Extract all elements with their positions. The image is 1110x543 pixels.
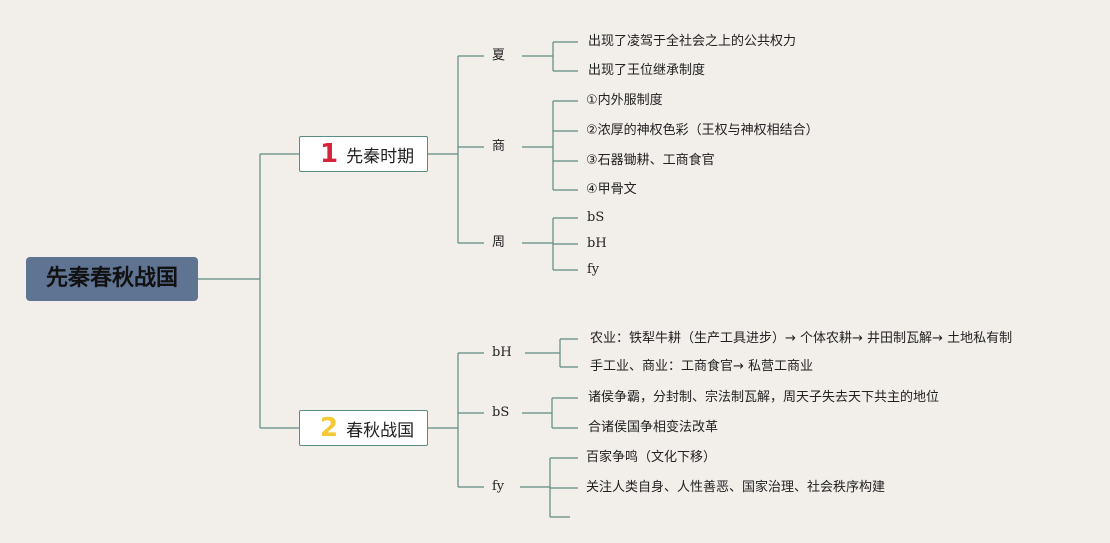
branch-label: 先秦时期 [346, 146, 415, 167]
leaf-node[interactable]: ②浓厚的神权色彩（王权与神权相结合） [586, 123, 819, 138]
child-node-bh[interactable]: bH [492, 345, 512, 360]
branch-node-pre-qin[interactable]: 1 先秦时期 [299, 136, 428, 172]
leaf-node[interactable]: ③石器锄耕、工商食官 [586, 153, 715, 168]
leaf-node[interactable]: bH [587, 236, 607, 251]
child-node-zhou[interactable]: 周 [492, 235, 506, 250]
child-node-xia[interactable]: 夏 [492, 48, 506, 63]
branch-number: 2 [320, 413, 339, 443]
root-node[interactable]: 先秦春秋战国 [26, 257, 198, 301]
root-label: 先秦春秋战国 [45, 266, 178, 291]
child-node-shang[interactable]: 商 [492, 139, 506, 154]
branch-number: 1 [320, 139, 339, 169]
child-node-bs[interactable]: bS [492, 405, 510, 420]
leaf-node[interactable]: fy [587, 262, 600, 277]
leaf-node[interactable]: ①内外服制度 [586, 93, 663, 108]
leaf-node[interactable]: 手工业、商业：工商食官→ 私营工商业 [590, 359, 814, 374]
leaf-node[interactable]: 诸侯争霸，分封制、宗法制瓦解，周天子失去天下共主的地位 [588, 390, 940, 405]
leaf-node[interactable]: 出现了王位继承制度 [588, 63, 706, 78]
leaf-node[interactable]: 农业：铁犁牛耕（生产工具进步）→ 个体农耕→ 井田制瓦解→ 土地私有制 [590, 331, 1013, 346]
leaf-node[interactable]: ④甲骨文 [586, 182, 637, 197]
branch-label: 春秋战国 [346, 420, 415, 441]
child-node-fy[interactable]: fy [492, 479, 505, 494]
leaf-node[interactable]: 合诸侯国争相变法改革 [588, 420, 719, 435]
leaf-node[interactable]: bS [587, 210, 605, 225]
leaf-node[interactable]: 百家争鸣（文化下移） [586, 450, 717, 465]
leaf-node[interactable]: 出现了凌驾于全社会之上的公共权力 [588, 34, 797, 49]
leaf-node[interactable]: 关注人类自身、人性善恶、国家治理、社会秩序构建 [586, 480, 886, 495]
branch-node-spring-autumn[interactable]: 2 春秋战国 [299, 410, 428, 446]
